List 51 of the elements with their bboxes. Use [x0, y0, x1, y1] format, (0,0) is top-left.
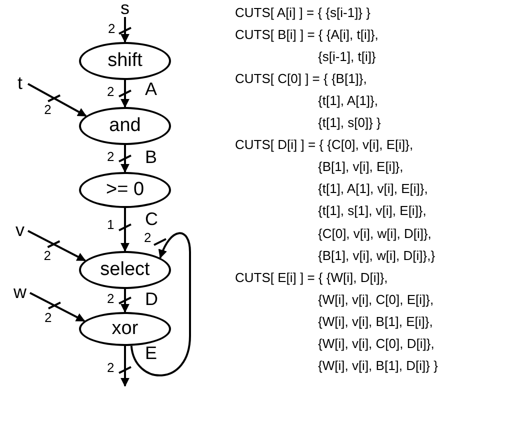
input-label: w: [10, 282, 30, 302]
bit-width-label: 2: [44, 310, 52, 324]
cut-set-line: {W[i], v[i], B[1], E[i]},: [318, 314, 433, 328]
wire-name: C: [145, 210, 158, 228]
bit-width-label: 1: [107, 218, 114, 232]
wire-name: A: [145, 80, 158, 98]
arrow: [120, 346, 130, 387]
cut-set-line: {W[i], v[i], C[0], D[i]},: [318, 336, 434, 350]
input-label: s: [117, 0, 133, 17]
cut-set-line: {C[0], v[i], w[i], D[i]},: [318, 226, 432, 240]
cut-set-line: CUTS[ B[i] ] = { {A[i], t[i]},: [235, 28, 378, 42]
wire-name: E: [145, 344, 158, 362]
wire-name: B: [145, 148, 158, 166]
cut-set-line: {s[i-1], t[i]}: [318, 50, 376, 64]
arrow: [120, 80, 130, 108]
operation-ellipse: shift: [79, 42, 171, 80]
arrow: [27, 83, 87, 117]
cut-set-line: CUTS[ C[0] ] = { {B[1]},: [235, 72, 367, 86]
operation-ellipse: >= 0: [79, 172, 171, 208]
cut-set-line: {t[1], A[1]},: [318, 94, 378, 108]
operation-ellipse: select: [79, 251, 171, 289]
bit-width-label: 2: [107, 361, 114, 374]
input-label: v: [12, 220, 28, 240]
arrow: [120, 289, 130, 313]
arrow: [30, 292, 86, 322]
cut-set-line: CUTS[ A[i] ] = { {s[i-1]} }: [235, 6, 370, 19]
bit-width-label: 2: [107, 150, 114, 162]
cut-set-line: {W[i], v[i], C[0], E[i]},: [318, 292, 434, 306]
cut-set-line: {t[1], s[1], v[i], E[i]},: [318, 204, 426, 218]
cut-set-line: CUTS[ E[i] ] = { {W[i], D[i]},: [235, 270, 388, 284]
bit-width-label: 2: [107, 84, 114, 98]
bit-width-label: 2: [44, 249, 51, 262]
arrow: [120, 145, 130, 173]
bit-width-label: 2: [44, 103, 52, 116]
bit-width-label: 2: [107, 292, 114, 304]
cut-set-line: {W[i], v[i], B[1], D[i]} }: [318, 358, 438, 372]
arrow: [120, 208, 130, 252]
arrow: [120, 17, 130, 43]
cut-set-line: CUTS[ D[i] ] = { {C[0], v[i], E[i]},: [235, 138, 414, 152]
arrow: [28, 230, 86, 262]
cut-set-line: {t[1], A[1], v[i], E[i]},: [318, 182, 428, 196]
input-label: t: [12, 73, 28, 93]
bit-width-label: 2: [108, 22, 116, 35]
cut-set-line: {B[1], v[i], E[i]},: [318, 160, 404, 174]
operation-ellipse: xor: [79, 312, 171, 346]
cut-set-line: {t[1], s[0]} }: [318, 116, 381, 130]
wire-name: D: [145, 290, 158, 308]
cut-set-line: {B[1], v[i], w[i], D[i]},}: [318, 248, 436, 262]
operation-ellipse: and: [79, 107, 171, 145]
bit-width-label: 2: [144, 231, 152, 244]
arrow: [130, 232, 191, 376]
